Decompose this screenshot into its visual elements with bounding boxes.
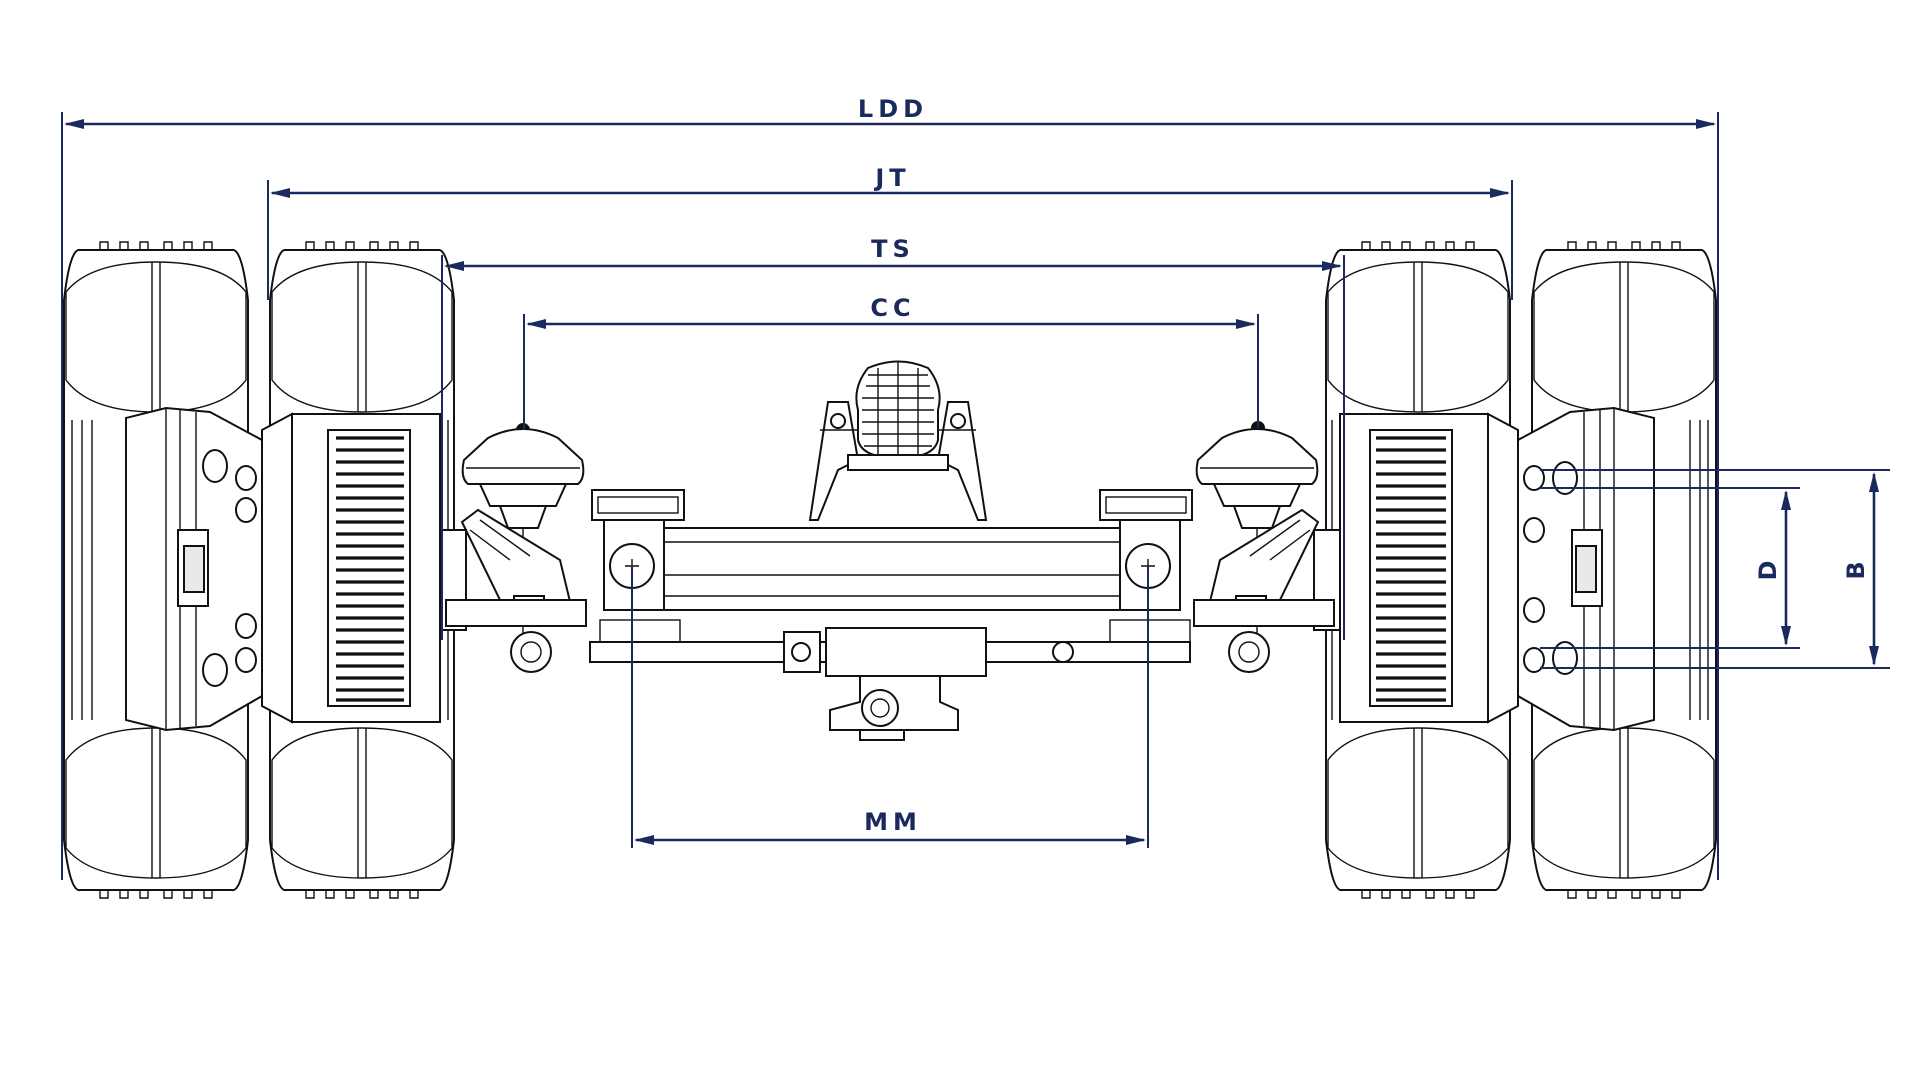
- dimension-mm: MM: [631, 566, 1149, 848]
- axle-center-assembly: [589, 360, 1193, 741]
- dimension-ldd: LDD: [61, 95, 1719, 880]
- hub-right: [1487, 406, 1655, 732]
- wheel-assembly-left: [63, 241, 587, 899]
- label-b: B: [1842, 556, 1870, 579]
- spring-seat-right: [1099, 489, 1193, 611]
- air-spring: [855, 360, 941, 460]
- label-ts: TS: [871, 235, 915, 263]
- bottom-fitting: [829, 675, 959, 741]
- brake-chamber-left: [460, 423, 585, 673]
- axle-beam: [654, 527, 1141, 611]
- tie-rod: [589, 619, 1191, 677]
- label-d: D: [1754, 556, 1782, 581]
- hub-left: [125, 406, 293, 732]
- brake-chamber-right: [1195, 421, 1320, 673]
- dimension-ts: TS: [441, 235, 1345, 640]
- spring-bracket: [808, 401, 988, 521]
- drum-fins-left: [336, 436, 404, 702]
- dimension-jt: JT: [267, 164, 1513, 300]
- drum-fins-right: [1376, 436, 1446, 702]
- dimension-d: D: [1540, 487, 1800, 649]
- label-mm: MM: [864, 808, 922, 836]
- brake-drum-left: [291, 413, 587, 723]
- dimension-cc: CC: [523, 294, 1259, 430]
- label-cc: CC: [870, 294, 915, 322]
- label-ldd: LDD: [858, 95, 928, 123]
- label-jt: JT: [873, 164, 910, 192]
- dimension-b: B: [1540, 469, 1890, 669]
- brake-drum-right: [1193, 413, 1489, 723]
